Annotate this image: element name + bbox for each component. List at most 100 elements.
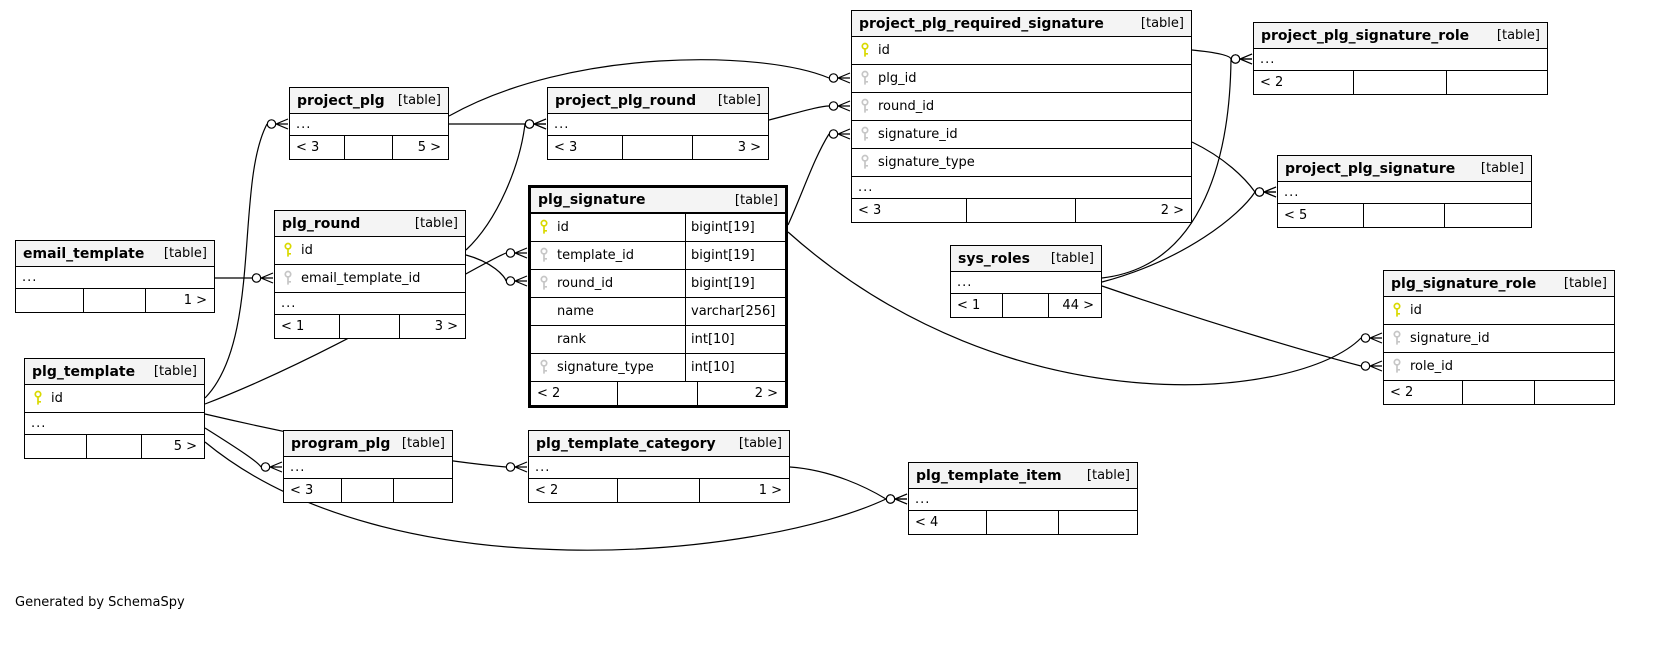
foreign-key-icon xyxy=(861,126,869,141)
parent-count: < 1 xyxy=(957,298,981,313)
table-footer: < 2 1 > xyxy=(529,479,789,502)
table-program_plg[interactable]: program_plg[table]...< 3 xyxy=(283,430,453,503)
column-name: id xyxy=(557,220,569,235)
ellipsis-row: ... xyxy=(1254,49,1547,71)
parent-count: < 4 xyxy=(915,515,939,530)
primary-key-icon xyxy=(34,390,42,405)
table-header: project_plg_signature_role [table] xyxy=(1254,23,1547,49)
foreign-key-icon xyxy=(1393,330,1401,345)
parent-count: < 5 xyxy=(1284,208,1308,223)
table-title: plg_template_category xyxy=(536,435,716,452)
table-header: plg_template [table] xyxy=(25,359,204,385)
column-type: bigint[19] xyxy=(685,242,785,269)
table-header: email_template [table] xyxy=(16,241,214,267)
column-name: round_id xyxy=(878,99,935,114)
footer-spacer xyxy=(1461,381,1535,404)
table-plg_template_item[interactable]: plg_template_item[table]...< 4 xyxy=(908,462,1138,535)
table-header: plg_signature_role[table] xyxy=(1384,271,1614,297)
table-header: project_plg[table] xyxy=(290,88,448,114)
table-title: sys_roles xyxy=(958,250,1030,267)
key-cell xyxy=(852,126,878,143)
table-title: plg_signature_role xyxy=(1391,275,1537,292)
parent-count: < 3 xyxy=(290,483,314,498)
column-name: plg_id xyxy=(878,71,917,86)
table-project_plg_signature_role[interactable]: project_plg_signature_role[table]...< 2 xyxy=(1253,22,1548,95)
table-title: project_plg_signature_role xyxy=(1261,27,1470,44)
foreign-key-icon xyxy=(861,154,869,169)
child-count: 3 > xyxy=(398,315,465,338)
parent-count: < 3 xyxy=(296,140,320,155)
parent-count: < 1 xyxy=(281,319,305,334)
table-header: project_plg_round[table] xyxy=(548,88,768,114)
table-tag: [table] xyxy=(1496,28,1540,43)
column-row: id xyxy=(1384,297,1614,325)
column-name: signature_type xyxy=(878,155,975,170)
footer-spacer xyxy=(343,136,393,159)
table-header: sys_roles[table] xyxy=(951,246,1101,272)
child-count: 1 > xyxy=(145,289,214,312)
column-row: email_template_id xyxy=(275,265,465,293)
table-title: program_plg xyxy=(291,435,391,452)
footer-spacer xyxy=(986,511,1058,534)
column-name: signature_id xyxy=(1410,331,1490,346)
table-tag: [table] xyxy=(163,246,207,261)
column-type: bigint[19] xyxy=(685,270,785,297)
child-count: 5 > xyxy=(392,136,448,159)
table-project_plg_signature[interactable]: project_plg_signature[table]...< 5 xyxy=(1277,155,1532,228)
ellipsis-row: ... xyxy=(284,457,452,479)
child-count: 5 > xyxy=(141,435,204,458)
parent-count: < 2 xyxy=(535,483,559,498)
footer-spacer xyxy=(1352,71,1447,94)
footer-spacer xyxy=(622,136,691,159)
table-tag: [table] xyxy=(397,93,441,108)
child-count xyxy=(1446,71,1547,94)
footer-spacer xyxy=(616,382,698,405)
key-cell xyxy=(852,154,878,171)
column-row: round_id bigint[19] xyxy=(531,270,785,298)
parent-count: < 3 xyxy=(554,140,578,155)
column-row: plg_id xyxy=(852,65,1191,93)
footer-spacer xyxy=(1002,294,1048,317)
ellipsis-row: ... xyxy=(290,114,448,136)
table-tag: [table] xyxy=(717,93,761,108)
column-name: round_id xyxy=(557,276,614,291)
column-name: rank xyxy=(557,332,587,347)
key-cell xyxy=(531,219,557,236)
parent-count xyxy=(16,289,83,312)
table-footer: < 2 xyxy=(1384,381,1614,404)
table-tag: [table] xyxy=(153,364,197,379)
child-count: 1 > xyxy=(699,479,789,502)
ellipsis-row: ... xyxy=(275,293,465,315)
foreign-key-icon xyxy=(284,270,292,285)
table-tag: [table] xyxy=(1086,468,1130,483)
table-title: plg_template_item xyxy=(916,467,1062,484)
ellipsis-row: ... xyxy=(951,272,1101,294)
column-name: id xyxy=(51,391,63,406)
table-project_plg[interactable]: project_plg[table]... < 3 5 > xyxy=(289,87,449,160)
key-cell xyxy=(852,42,878,59)
table-plg_template[interactable]: plg_template[table]id...5 > xyxy=(24,358,205,459)
table-email_template[interactable]: email_template[table]...1 > xyxy=(15,240,215,313)
child-count: 2 > xyxy=(1075,199,1191,222)
table-title: plg_template xyxy=(32,363,136,380)
column-name: email_template_id xyxy=(301,271,421,286)
key-cell xyxy=(275,242,301,259)
ellipsis-row: ... xyxy=(529,457,789,479)
column-row: round_id xyxy=(852,93,1191,121)
table-title: email_template xyxy=(23,245,145,262)
foreign-key-icon xyxy=(1393,358,1401,373)
table-title: project_plg_required_signature xyxy=(859,15,1104,32)
column-name: signature_id xyxy=(878,127,958,142)
foreign-key-icon xyxy=(861,70,869,85)
